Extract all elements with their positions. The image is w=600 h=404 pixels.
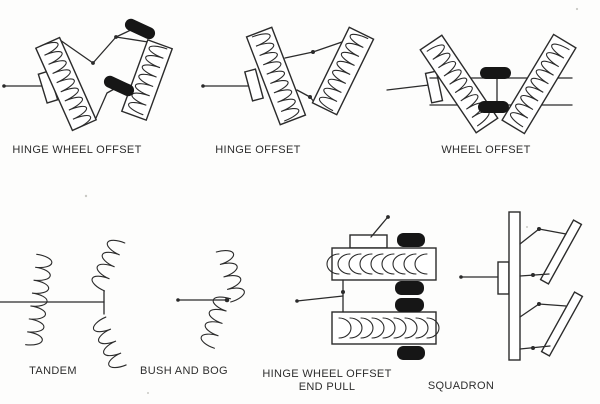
transport-wheel (480, 67, 511, 79)
hinge-dot (91, 61, 95, 65)
disc-gang-right (311, 26, 375, 116)
hitch-bracket (424, 70, 444, 104)
rear-gang-frame (331, 311, 437, 345)
disc-gang-left (34, 36, 98, 132)
linkage-line (115, 36, 149, 43)
hitch-bracket (497, 261, 510, 295)
linkage-line (519, 303, 567, 318)
disc-gang-right (120, 38, 174, 122)
disc-blades (39, 41, 92, 129)
transport-wheel (397, 233, 425, 247)
hinge-dot (114, 35, 118, 39)
disc-blades (251, 33, 300, 122)
main-beam (508, 211, 521, 361)
hitch-arm-line (370, 217, 388, 238)
front-disc-gang (25, 253, 53, 346)
scan-speck (575, 7, 579, 11)
scan-speck (84, 194, 88, 198)
caption-hinge-offset: HINGE OFFSET (215, 144, 301, 156)
disc-blades (326, 253, 428, 275)
drawbar-line (296, 295, 344, 302)
transport-wheel (395, 281, 424, 295)
rear-disc-gang-top (91, 239, 126, 292)
hinge-wheel-offset-diagram (2, 18, 174, 132)
wheel-offset-diagram (386, 33, 577, 135)
gang-bar-lower (540, 291, 584, 357)
disc-blades (318, 33, 369, 112)
hinge-dot (311, 50, 315, 54)
caption-squadron: SQUADRON (427, 380, 495, 392)
hinge-dot (308, 95, 312, 99)
front-gang-frame (331, 247, 437, 281)
disc-blades (128, 45, 168, 116)
hitch-dot (224, 297, 230, 303)
hinge-offset-diagram (201, 26, 375, 126)
disc-blades (338, 317, 440, 339)
transport-wheel (103, 75, 135, 97)
disc-gang-upper (215, 250, 245, 303)
tandem-diagram (0, 239, 127, 369)
disc-blades (25, 253, 53, 346)
disc-gang-lower (200, 296, 232, 349)
hitch-arm-dot (386, 215, 390, 219)
top-bracket (349, 234, 388, 249)
hinge-link-top (284, 41, 343, 59)
caption-tandem: TANDEM (29, 365, 77, 377)
linkage-line (519, 228, 567, 245)
transport-wheel (124, 18, 156, 40)
caption-bush-and-bog: BUSH AND BOG (140, 365, 228, 377)
caption-line-2: END PULL (298, 381, 356, 393)
hinge-dot (531, 346, 535, 350)
linkage-line (59, 28, 134, 64)
hinge-dot (537, 302, 541, 306)
linkage-line (519, 345, 551, 350)
disc-blades (509, 43, 570, 128)
disc-blades (92, 316, 127, 369)
hitch-bracket (243, 68, 265, 102)
transport-wheel (395, 298, 424, 312)
scan-speck (526, 226, 528, 228)
transport-wheel (397, 346, 425, 360)
scan-speck (147, 392, 149, 394)
gang-bar-upper (539, 219, 583, 285)
drawbar-line (386, 84, 430, 91)
hinge-dot (341, 290, 345, 294)
transport-wheel (478, 101, 509, 113)
disc-blades (215, 250, 245, 303)
bush-and-bog-diagram (176, 250, 245, 349)
caption-hinge-wheel-offset: HINGE WHEEL OFFSET (12, 144, 142, 156)
disc-gang-right (501, 33, 577, 135)
disc-blades (91, 239, 126, 292)
hinge-wheel-offset-end-pull-diagram (295, 215, 440, 360)
rear-disc-gang-bottom (92, 316, 127, 369)
caption-hinge-wheel-offset-end-pull: HINGE WHEEL OFFSET END PULL (262, 368, 391, 394)
caption-line-1: HINGE WHEEL OFFSET (262, 368, 392, 380)
caption-wheel-offset: WHEEL OFFSET (441, 144, 531, 156)
hinge-dot (531, 273, 535, 277)
disc-gang-left (245, 26, 307, 126)
linkage-line (95, 87, 117, 119)
hinge-dot (537, 227, 541, 231)
squadron-diagram (459, 211, 584, 361)
disc-blades (200, 296, 232, 349)
